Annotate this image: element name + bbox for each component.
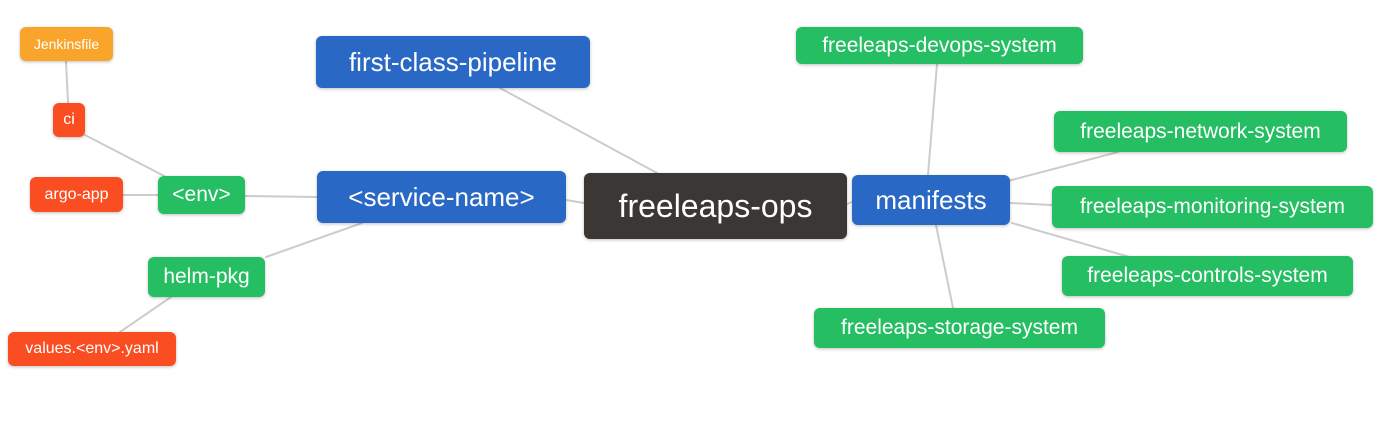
node-manifests[interactable]: manifests — [852, 175, 1010, 225]
node-values-env-yaml[interactable]: values.<env>.yaml — [8, 332, 176, 366]
node-label: values.<env>.yaml — [25, 340, 159, 357]
node-ci[interactable]: ci — [53, 103, 85, 137]
node-label: freeleaps-storage-system — [841, 316, 1078, 339]
node-service-name[interactable]: <service-name> — [317, 171, 566, 223]
node-freeleaps-monitoring-system[interactable]: freeleaps-monitoring-system — [1052, 186, 1373, 228]
node-label: helm-pkg — [163, 265, 250, 288]
node-freeleaps-network-system[interactable]: freeleaps-network-system — [1054, 111, 1347, 152]
edge-manifests-to-freeleaps-network-system — [1007, 151, 1119, 182]
edge-manifests-to-freeleaps-storage-system — [935, 224, 954, 309]
edge-env-to-service-name — [244, 195, 318, 198]
edge-manifests-to-freeleaps-monitoring-system — [1009, 202, 1053, 206]
node-label: freeleaps-monitoring-system — [1080, 195, 1345, 218]
node-argo-app[interactable]: argo-app — [30, 177, 123, 212]
node-freeleaps-controls-system[interactable]: freeleaps-controls-system — [1062, 256, 1353, 296]
node-label: <service-name> — [348, 181, 535, 212]
node-env[interactable]: <env> — [158, 176, 245, 214]
node-label: freeleaps-network-system — [1080, 119, 1321, 143]
node-label: argo-app — [44, 185, 109, 203]
node-label: first-class-pipeline — [348, 46, 558, 77]
edge-jenkinsfile-to-ci — [65, 60, 69, 104]
node-first-class-pipeline[interactable]: first-class-pipeline — [316, 36, 590, 88]
edge-manifests-to-freeleaps-devops-system — [927, 63, 938, 176]
edge-ci-to-env — [82, 133, 169, 179]
node-label: freeleaps-controls-system — [1087, 264, 1328, 287]
node-freeleaps-ops[interactable]: freeleaps-ops — [584, 173, 847, 239]
edge-service-name-to-helm-pkg — [265, 222, 363, 258]
node-label: <env> — [172, 183, 231, 206]
node-label: freeleaps-devops-system — [822, 33, 1057, 57]
edge-service-name-to-freeleaps-ops — [565, 199, 585, 204]
edge-helm-pkg-to-values-env-yaml — [119, 296, 172, 333]
edge-freeleaps-ops-to-manifests — [846, 201, 853, 205]
edge-manifests-to-freeleaps-controls-system — [1011, 222, 1134, 259]
node-label: manifests — [875, 184, 987, 215]
node-label: ci — [63, 111, 75, 128]
node-helm-pkg[interactable]: helm-pkg — [148, 257, 265, 297]
node-label: Jenkinsfile — [33, 36, 100, 52]
node-freeleaps-devops-system[interactable]: freeleaps-devops-system — [796, 27, 1083, 64]
node-label: freeleaps-ops — [618, 187, 813, 224]
node-freeleaps-storage-system[interactable]: freeleaps-storage-system — [814, 308, 1105, 348]
node-jenkinsfile[interactable]: Jenkinsfile — [20, 27, 113, 61]
edge-first-class-pipeline-to-freeleaps-ops — [499, 87, 658, 174]
